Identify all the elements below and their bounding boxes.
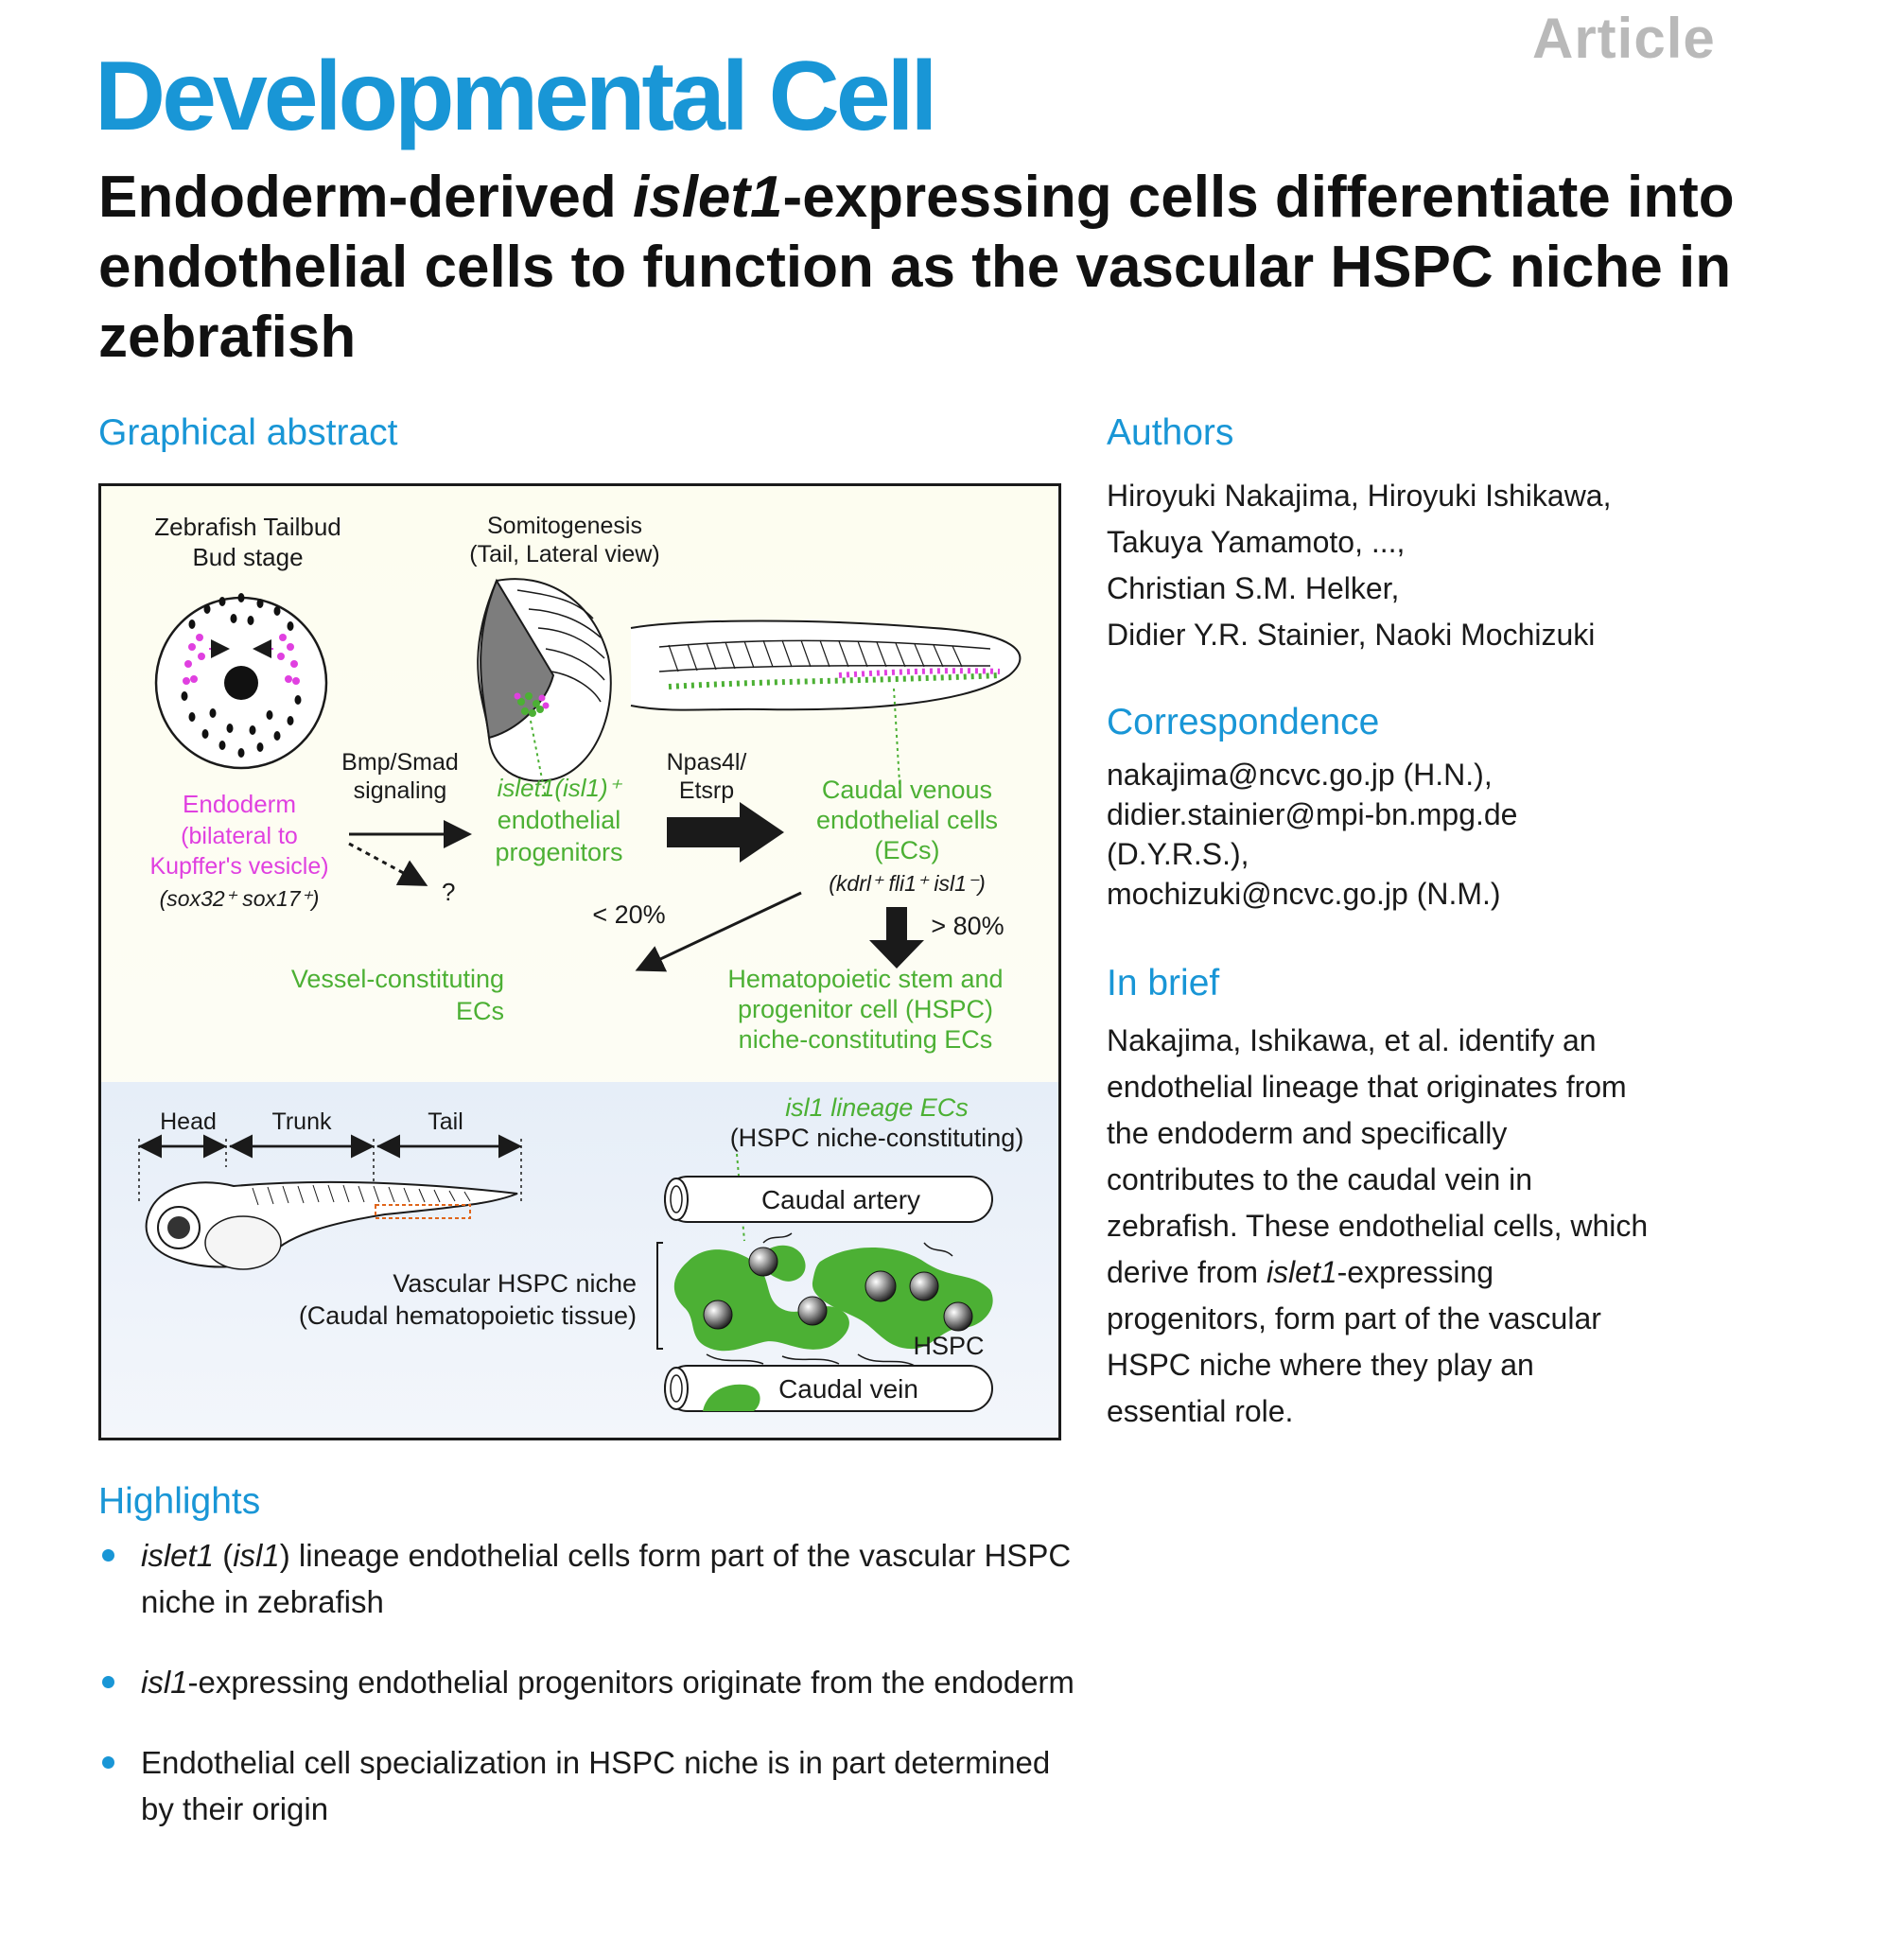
larval-tail-diagram [630, 619, 1022, 799]
in-brief-line: essential role. [1107, 1394, 1294, 1428]
authors-line-2: Takuya Yamamoto, ..., [1107, 525, 1406, 559]
in-brief-line: derive from islet1-expressing [1107, 1255, 1494, 1289]
region-dividers [138, 1139, 522, 1205]
correspondence-list: nakajima@ncvc.go.jp (H.N.), didier.stain… [1107, 755, 1863, 914]
authors-list: Hiroyuki Nakajima, Hiroyuki Ishikawa, Ta… [1107, 473, 1863, 658]
authors-line-1: Hiroyuki Nakajima, Hiroyuki Ishikawa, [1107, 479, 1612, 513]
hspc-niche-cluster [673, 1232, 993, 1367]
bullet-icon [102, 1549, 114, 1562]
gt80-arrow [869, 907, 924, 968]
lineage-label-1: isl1 lineage ECs [785, 1093, 969, 1122]
lineage-pointer [736, 1153, 745, 1242]
endoderm-markers: (sox32⁺ sox17⁺) [160, 886, 320, 911]
journal-name: Developmental Cell [95, 42, 937, 151]
somitogenesis-title-2: (Tail, Lateral view) [469, 541, 659, 567]
correspondence-initials-2: (D.Y.R.S.), [1107, 837, 1249, 871]
islet-label-2: endothelial [498, 806, 621, 834]
tailbud-title-1: Zebrafish Tailbud [154, 513, 341, 541]
caudal-vein-label: Caudal vein [778, 1374, 918, 1404]
bullet-icon [102, 1676, 114, 1688]
unknown-path-arrow [348, 842, 428, 886]
correspondence-email-2[interactable]: didier.stainier@mpi-bn.mpg.de [1107, 797, 1518, 831]
vessel-ecs-label-2: ECs [456, 997, 504, 1025]
graphical-abstract-figure: Zebrafish Tailbud Bud stage Somitogenesi… [98, 483, 1061, 1440]
authors-line-4: Didier Y.R. Stainier, Naoki Mochizuki [1107, 618, 1596, 652]
article-title: Endoderm-derived islet1-expressing cells… [98, 165, 1735, 370]
highlights-list: islet1 (isl1) lineage endothelial cells … [98, 1532, 1082, 1866]
trunk-label: Trunk [272, 1108, 332, 1135]
endoderm-label-2: (bilateral to [181, 823, 298, 849]
caudal-venous-label-3: (ECs) [875, 836, 940, 864]
caudal-venous-label-2: endothelial cells [816, 806, 998, 834]
lt20-label: < 20% [592, 900, 665, 929]
islet-label-1: islet1(isl1)⁺ [498, 774, 623, 802]
highlight-item: islet1 (isl1) lineage endothelial cells … [98, 1532, 1082, 1625]
lineage-label-2: (HSPC niche-constituting) [730, 1124, 1024, 1152]
graphical-abstract-heading: Graphical abstract [98, 412, 398, 453]
authors-line-3: Christian S.M. Helker, [1107, 571, 1400, 605]
vessel-ecs-label-1: Vessel-constituting [291, 965, 504, 993]
hspc-niche-label-1: Hematopoietic stem and [727, 965, 1003, 993]
article-type-label: Article [1532, 7, 1716, 70]
caudal-artery-tube [664, 1176, 993, 1223]
npas-label-2: Etsrp [679, 777, 734, 804]
hspc-niche-label-3: niche-constituting ECs [739, 1025, 993, 1054]
tailbud-diagram [154, 593, 328, 770]
highlight-item: isl1-expressing endothelial progenitors … [98, 1659, 1082, 1705]
endoderm-label-1: Endoderm [183, 790, 296, 818]
islet-label-3: progenitors [495, 838, 622, 866]
in-brief-line: contributes to the caudal vein in [1107, 1162, 1533, 1196]
gt80-label: > 80% [931, 912, 1004, 940]
caudal-venous-label-1: Caudal venous [822, 776, 992, 804]
niche-bracket [656, 1242, 663, 1350]
highlights-heading: Highlights [98, 1481, 261, 1522]
bmp-label-2: signaling [354, 777, 447, 804]
niche-label-2: (Caudal hematopoietic tissue) [299, 1301, 637, 1330]
npas-label-1: Npas4l/ [667, 749, 747, 776]
caudal-vein-tube [664, 1365, 993, 1412]
correspondence-heading: Correspondence [1107, 702, 1380, 742]
somitogenesis-title-1: Somitogenesis [487, 513, 642, 539]
caudal-artery-label: Caudal artery [761, 1185, 920, 1214]
tail-label: Tail [428, 1108, 463, 1135]
caudal-venous-markers: (kdrl⁺ fli1⁺ isl1⁻) [829, 871, 986, 896]
correspondence-email-1[interactable]: nakajima@ncvc.go.jp (H.N.), [1107, 758, 1493, 792]
bullet-icon [102, 1756, 114, 1769]
in-brief-line: endothelial lineage that originates from [1107, 1070, 1627, 1104]
lt20-arrow [635, 891, 802, 972]
in-brief-line: the endoderm and specifically [1107, 1116, 1508, 1150]
somitogenesis-tail-diagram [477, 578, 612, 799]
zebrafish-larva-drawing [145, 1181, 518, 1270]
correspondence-email-3[interactable]: mochizuki@ncvc.go.jp (N.M.) [1107, 877, 1501, 911]
endoderm-label-3: Kupffer's vesicle) [149, 853, 328, 880]
in-brief-line: zebrafish. These endothelial cells, whic… [1107, 1209, 1649, 1243]
niche-label-1: Vascular HSPC niche [393, 1269, 637, 1298]
graphical-abstract-svg: Zebrafish Tailbud Bud stage Somitogenesi… [101, 513, 1058, 1438]
in-brief-text: Nakajima, Ishikawa, et al. identify an e… [1107, 1018, 1863, 1435]
head-label: Head [160, 1108, 217, 1135]
tailbud-title-2: Bud stage [192, 543, 303, 571]
highlight-item: Endothelial cell specialization in HSPC … [98, 1739, 1082, 1832]
bmp-label-1: Bmp/Smad [341, 749, 459, 776]
in-brief-line: Nakajima, Ishikawa, et al. identify an [1107, 1023, 1597, 1057]
question-mark: ? [442, 878, 455, 906]
in-brief-line: progenitors, form part of the vascular [1107, 1301, 1601, 1335]
hspc-label: HSPC [913, 1332, 984, 1360]
in-brief-line: HSPC niche where they play an [1107, 1348, 1534, 1382]
authors-heading: Authors [1107, 412, 1234, 453]
npas-big-arrow [667, 802, 784, 863]
hspc-niche-label-2: progenitor cell (HSPC) [738, 995, 993, 1023]
in-brief-heading: In brief [1107, 963, 1220, 1003]
